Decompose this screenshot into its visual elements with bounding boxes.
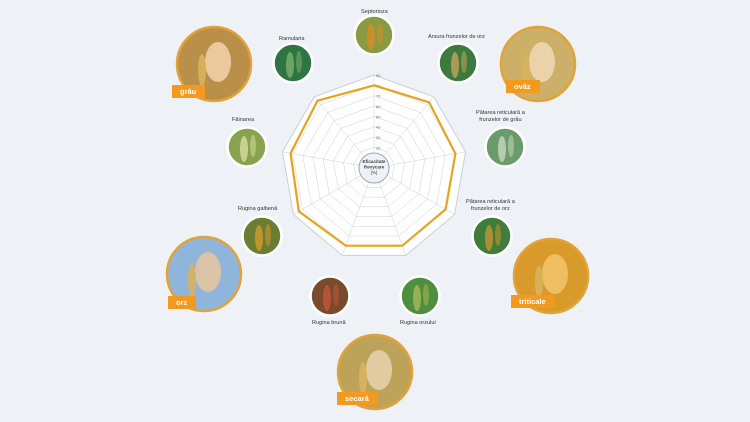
data-point-5 <box>344 244 347 247</box>
grid-ring-50 <box>322 116 426 217</box>
crop-photo-ear-3 <box>359 362 367 394</box>
grid-ring-70 <box>302 95 446 237</box>
center-label-line-1: Revycare <box>364 165 385 170</box>
spoke-7 <box>282 151 375 169</box>
disease-photo-leaf-5 <box>323 285 331 311</box>
disease-photo-leaf-6 <box>255 225 263 251</box>
r-tick-label-90: 90 <box>376 73 381 78</box>
crop-badge-secara: secară <box>337 392 378 405</box>
disease-photo-leaf2-3 <box>495 224 501 246</box>
disease-photo-leaf-1 <box>451 52 459 78</box>
disease-label-ramularia: Ramularia <box>279 36 305 42</box>
crop-photo-ear-2 <box>535 266 543 298</box>
crop-badge-triticale: triticale <box>511 295 555 308</box>
crop-photo-ear-0 <box>198 54 206 86</box>
disease-photo-leaf-8 <box>286 52 294 78</box>
r-tick-label-50: 50 <box>376 114 381 119</box>
series-line-0 <box>289 84 457 247</box>
crop-badge-ovaz: ovăz <box>506 80 540 93</box>
data-point-7 <box>289 152 292 155</box>
disease-photo-leaf-4 <box>413 285 421 311</box>
crop-photo-ear-4 <box>188 264 196 296</box>
grid-ring-40 <box>333 126 415 208</box>
data-point-0 <box>373 84 375 87</box>
r-tick-label-30: 30 <box>376 135 381 140</box>
disease-photo-leaf2-0 <box>377 23 383 45</box>
crop-badge-orz: orz <box>168 296 197 309</box>
data-point-8 <box>316 99 319 102</box>
spoke-3 <box>373 167 455 215</box>
disease-label-fainarea: Făinarea <box>232 117 255 123</box>
disease-label-rugina-galbena: Rugina galbenă <box>238 206 278 212</box>
disease-photo-leaf2-6 <box>265 224 271 246</box>
r-tick-label-60: 60 <box>376 104 381 109</box>
disease-label-pata-orz: Pătarea reticulară a frunzelor de orz <box>466 199 515 212</box>
disease-photo-leaf2-1 <box>461 51 467 73</box>
crop-photo-hand-1 <box>529 42 555 82</box>
disease-photo-leaf2-2 <box>508 135 514 157</box>
crop-photo-hand-3 <box>366 350 392 390</box>
disease-photo-leaf-3 <box>485 225 493 251</box>
disease-label-septorioza: Septorioza <box>361 9 388 15</box>
r-tick-label-20: 20 <box>376 145 381 150</box>
grid-ring-60 <box>312 105 436 227</box>
disease-photo-leaf2-8 <box>296 51 302 73</box>
data-point-4 <box>401 244 404 247</box>
center-label-line-2: [%] <box>371 170 378 175</box>
disease-label-arsura-orz: Arsura frunzelor de orz <box>428 34 485 40</box>
disease-label-pata-grau: Pătarea reticulară a frunzelor de grâu <box>476 110 525 123</box>
spoke-2 <box>373 151 466 169</box>
disease-label-rugina-orzului: Rugina orzului <box>400 320 436 326</box>
r-tick-label-40: 40 <box>376 125 381 130</box>
grid-ring-30 <box>343 136 405 198</box>
crop-badge-grau: grâu <box>172 85 206 98</box>
crop-photo-hand-2 <box>542 254 568 294</box>
spoke-6 <box>293 167 375 215</box>
grid-ring-90 <box>282 74 466 256</box>
crop-photo-hand-0 <box>205 42 231 82</box>
data-point-3 <box>444 208 447 211</box>
data-point-6 <box>297 210 300 213</box>
disease-photo-leaf2-5 <box>333 284 339 306</box>
crop-photo-hand-4 <box>195 252 221 292</box>
r-tick-label-70: 70 <box>376 94 381 99</box>
center-label-line-0: Eficacitate <box>363 159 386 164</box>
disease-label-rugina-bruna: Rugina brună <box>312 320 346 326</box>
disease-photo-leaf-2 <box>498 136 506 162</box>
crop-photo-ear-1 <box>522 54 530 86</box>
data-point-2 <box>454 152 457 155</box>
center-disc <box>358 152 390 184</box>
disease-photo-leaf-7 <box>240 136 248 162</box>
disease-photo-leaf2-4 <box>423 284 429 306</box>
disease-photo-leaf2-7 <box>250 135 256 157</box>
grid-ring-20 <box>353 147 395 188</box>
data-point-1 <box>428 101 431 104</box>
disease-photo-leaf-0 <box>367 24 375 50</box>
